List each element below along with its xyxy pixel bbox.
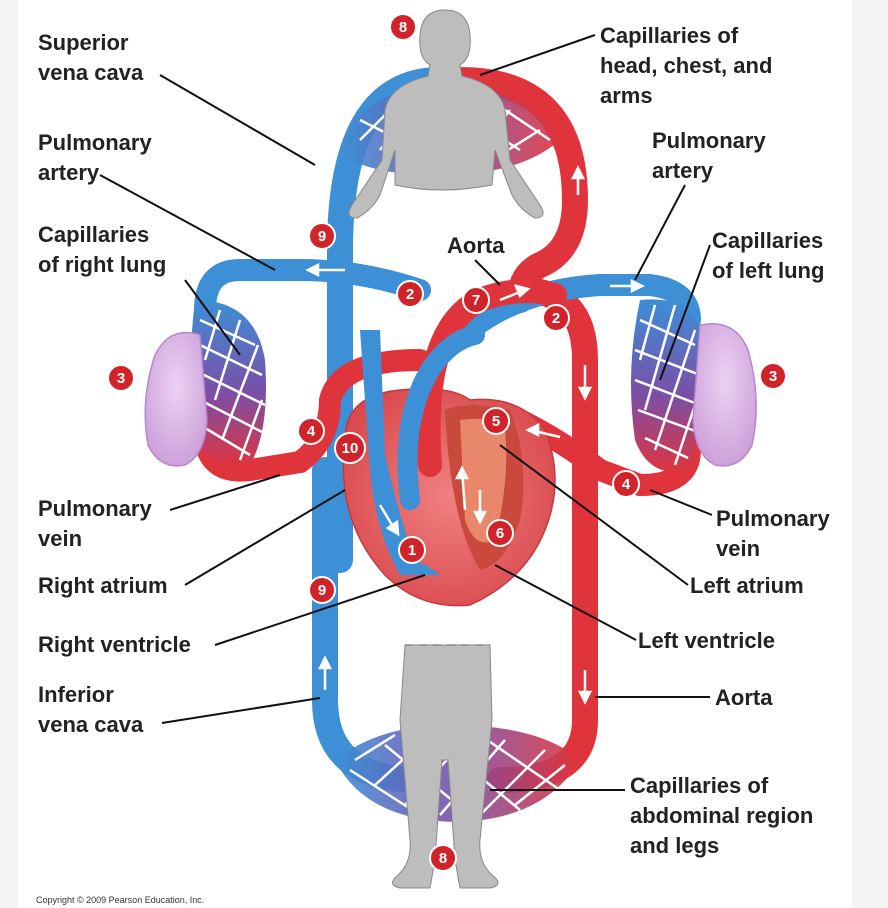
svg-text:10: 10 bbox=[342, 440, 359, 457]
step-markers: 8 9 2 7 2 3 3 4 10 5 4 1 6 9 8 bbox=[107, 13, 787, 872]
label-superior-vena-cava: Superior vena cava bbox=[38, 30, 144, 85]
capillaries-right-lung-bed bbox=[191, 300, 266, 468]
pulmonary-artery-left-vessel bbox=[459, 274, 701, 341]
pulmonary-artery-right-vessel bbox=[194, 259, 431, 321]
label-capillaries-head: Capillaries of head, chest, and arms bbox=[600, 23, 779, 108]
right-lung bbox=[144, 331, 208, 467]
svg-text:3: 3 bbox=[117, 370, 125, 387]
svg-text:8: 8 bbox=[439, 850, 447, 867]
svg-text:2: 2 bbox=[406, 286, 414, 303]
step-marker-8-bottom: 8 bbox=[429, 844, 457, 872]
labels: Superior vena cava Pulmonary artery Capi… bbox=[36, 23, 836, 905]
label-inferior-vena-cava: Inferior vena cava bbox=[38, 682, 144, 737]
label-pulmonary-vein-right: Pulmonary vein bbox=[38, 496, 158, 551]
label-pulmonary-artery-right: Pulmonary artery bbox=[38, 130, 158, 185]
step-marker-1: 1 bbox=[398, 536, 426, 564]
step-marker-4-right: 4 bbox=[297, 417, 325, 445]
label-capillaries-right-lung: Capillaries of right lung bbox=[38, 222, 166, 277]
svg-text:6: 6 bbox=[496, 525, 504, 542]
label-capillaries-left-lung: Capillaries of left lung bbox=[712, 228, 829, 283]
label-pulmonary-artery-left: Pulmonary artery bbox=[652, 128, 772, 183]
step-marker-3-right: 3 bbox=[107, 364, 135, 392]
step-marker-8-top: 8 bbox=[389, 13, 417, 41]
step-marker-9-top: 9 bbox=[308, 222, 336, 250]
step-marker-5: 5 bbox=[482, 407, 510, 435]
step-marker-3-left: 3 bbox=[759, 362, 787, 390]
svg-text:8: 8 bbox=[399, 19, 407, 36]
label-capillaries-abdominal: Capillaries of abdominal region and legs bbox=[630, 773, 819, 858]
step-marker-10: 10 bbox=[334, 432, 366, 464]
flow-arrows bbox=[305, 165, 645, 705]
label-left-ventricle: Left ventricle bbox=[638, 628, 775, 653]
leader-lines bbox=[99, 34, 713, 791]
step-marker-9-bottom: 9 bbox=[308, 576, 336, 604]
label-aorta-top: Aorta bbox=[447, 233, 505, 258]
svg-text:7: 7 bbox=[472, 292, 480, 309]
step-marker-7: 7 bbox=[462, 286, 490, 314]
svg-text:9: 9 bbox=[318, 582, 326, 599]
label-right-ventricle: Right ventricle bbox=[38, 632, 191, 657]
label-left-atrium: Left atrium bbox=[690, 573, 804, 598]
svg-text:2: 2 bbox=[552, 310, 560, 327]
label-pulmonary-vein-left: Pulmonary vein bbox=[716, 506, 836, 561]
svg-text:4: 4 bbox=[622, 476, 631, 493]
pulmonary-trunk bbox=[397, 325, 485, 510]
heart bbox=[342, 330, 556, 607]
svg-text:3: 3 bbox=[769, 368, 777, 385]
label-right-atrium: Right atrium bbox=[38, 573, 168, 598]
step-marker-6: 6 bbox=[486, 519, 514, 547]
svg-text:4: 4 bbox=[307, 423, 316, 440]
svg-text:5: 5 bbox=[492, 413, 500, 430]
left-lung bbox=[692, 323, 757, 467]
step-marker-2-left: 2 bbox=[542, 304, 570, 332]
label-aorta-bottom: Aorta bbox=[715, 685, 773, 710]
capillaries-left-lung-bed bbox=[631, 299, 702, 472]
aorta-ascending-vessel bbox=[447, 67, 589, 313]
lower-body-silhouette bbox=[392, 644, 499, 889]
svg-text:1: 1 bbox=[408, 542, 416, 559]
copyright-notice: Copyright © 2009 Pearson Education, Inc. bbox=[36, 895, 204, 905]
step-marker-2-right: 2 bbox=[396, 280, 424, 308]
step-marker-4-left: 4 bbox=[612, 470, 640, 498]
upper-body-silhouette bbox=[348, 9, 544, 219]
svg-text:9: 9 bbox=[318, 228, 326, 245]
